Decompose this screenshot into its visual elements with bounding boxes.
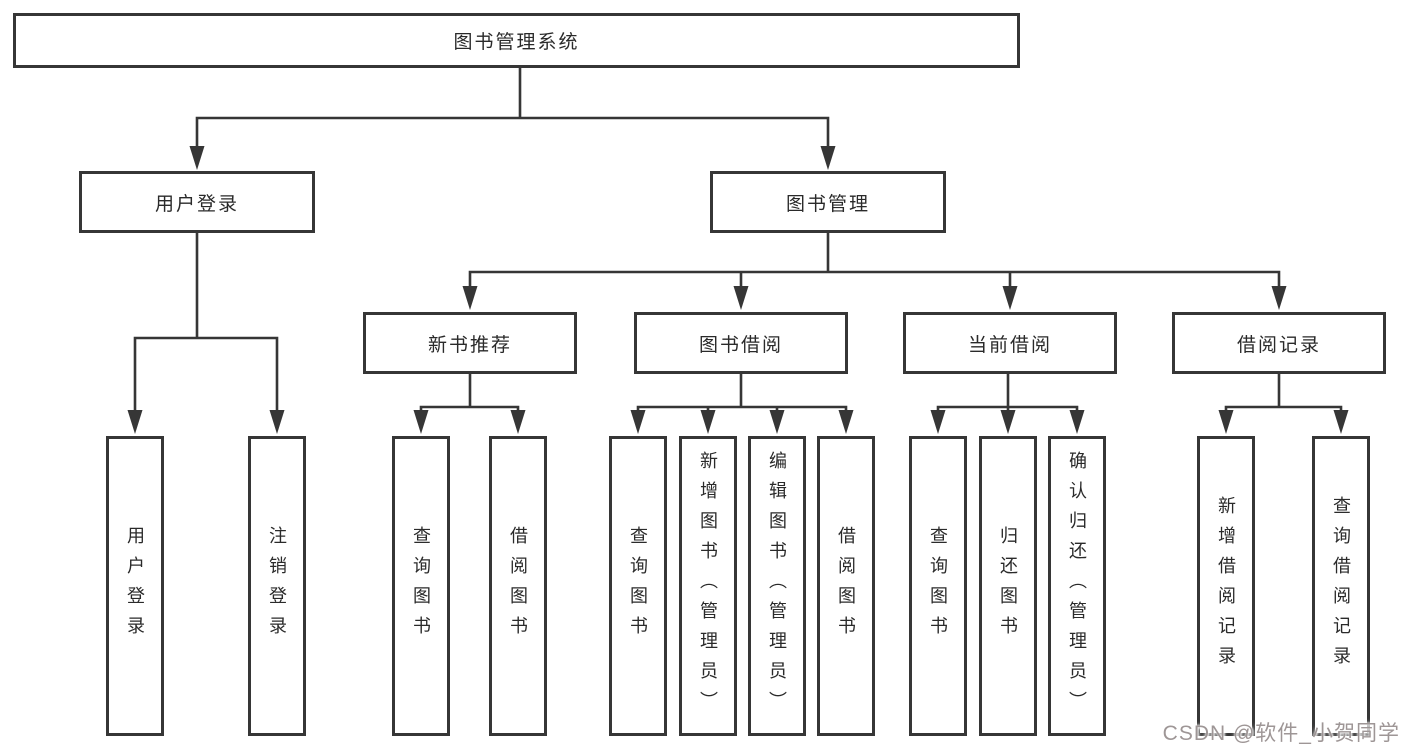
node-borrowing-records: 借阅记录 (1172, 312, 1386, 374)
leaf-add-borrow-record: 新增借阅记录 (1197, 436, 1255, 736)
node-book-management: 图书管理 (710, 171, 946, 233)
leaf-borrow-books: 借阅图书 (817, 436, 875, 736)
leaf-query-books-recommend: 查询图书 (392, 436, 450, 736)
leaf-edit-book-admin: 编辑图书（管理员） (748, 436, 806, 736)
node-user-login: 用户登录 (79, 171, 315, 233)
leaf-query-borrow-record: 查询借阅记录 (1312, 436, 1370, 736)
leaf-query-books-borrow: 查询图书 (609, 436, 667, 736)
leaf-logout: 注销登录 (248, 436, 306, 736)
csdn-watermark: CSDN @软件_小贺同学 (1162, 722, 1400, 745)
leaf-confirm-return-admin: 确认归还（管理员） (1048, 436, 1106, 736)
node-book-borrowing: 图书借阅 (634, 312, 848, 374)
node-library-management-system: 图书管理系统 (13, 13, 1020, 68)
node-current-borrowing: 当前借阅 (903, 312, 1117, 374)
leaf-borrow-books-recommend: 借阅图书 (489, 436, 547, 736)
leaf-user-login: 用户登录 (106, 436, 164, 736)
leaf-add-book-admin: 新增图书（管理员） (679, 436, 737, 736)
leaf-return-book: 归还图书 (979, 436, 1037, 736)
leaf-query-books-current: 查询图书 (909, 436, 967, 736)
node-new-book-recommendation: 新书推荐 (363, 312, 577, 374)
